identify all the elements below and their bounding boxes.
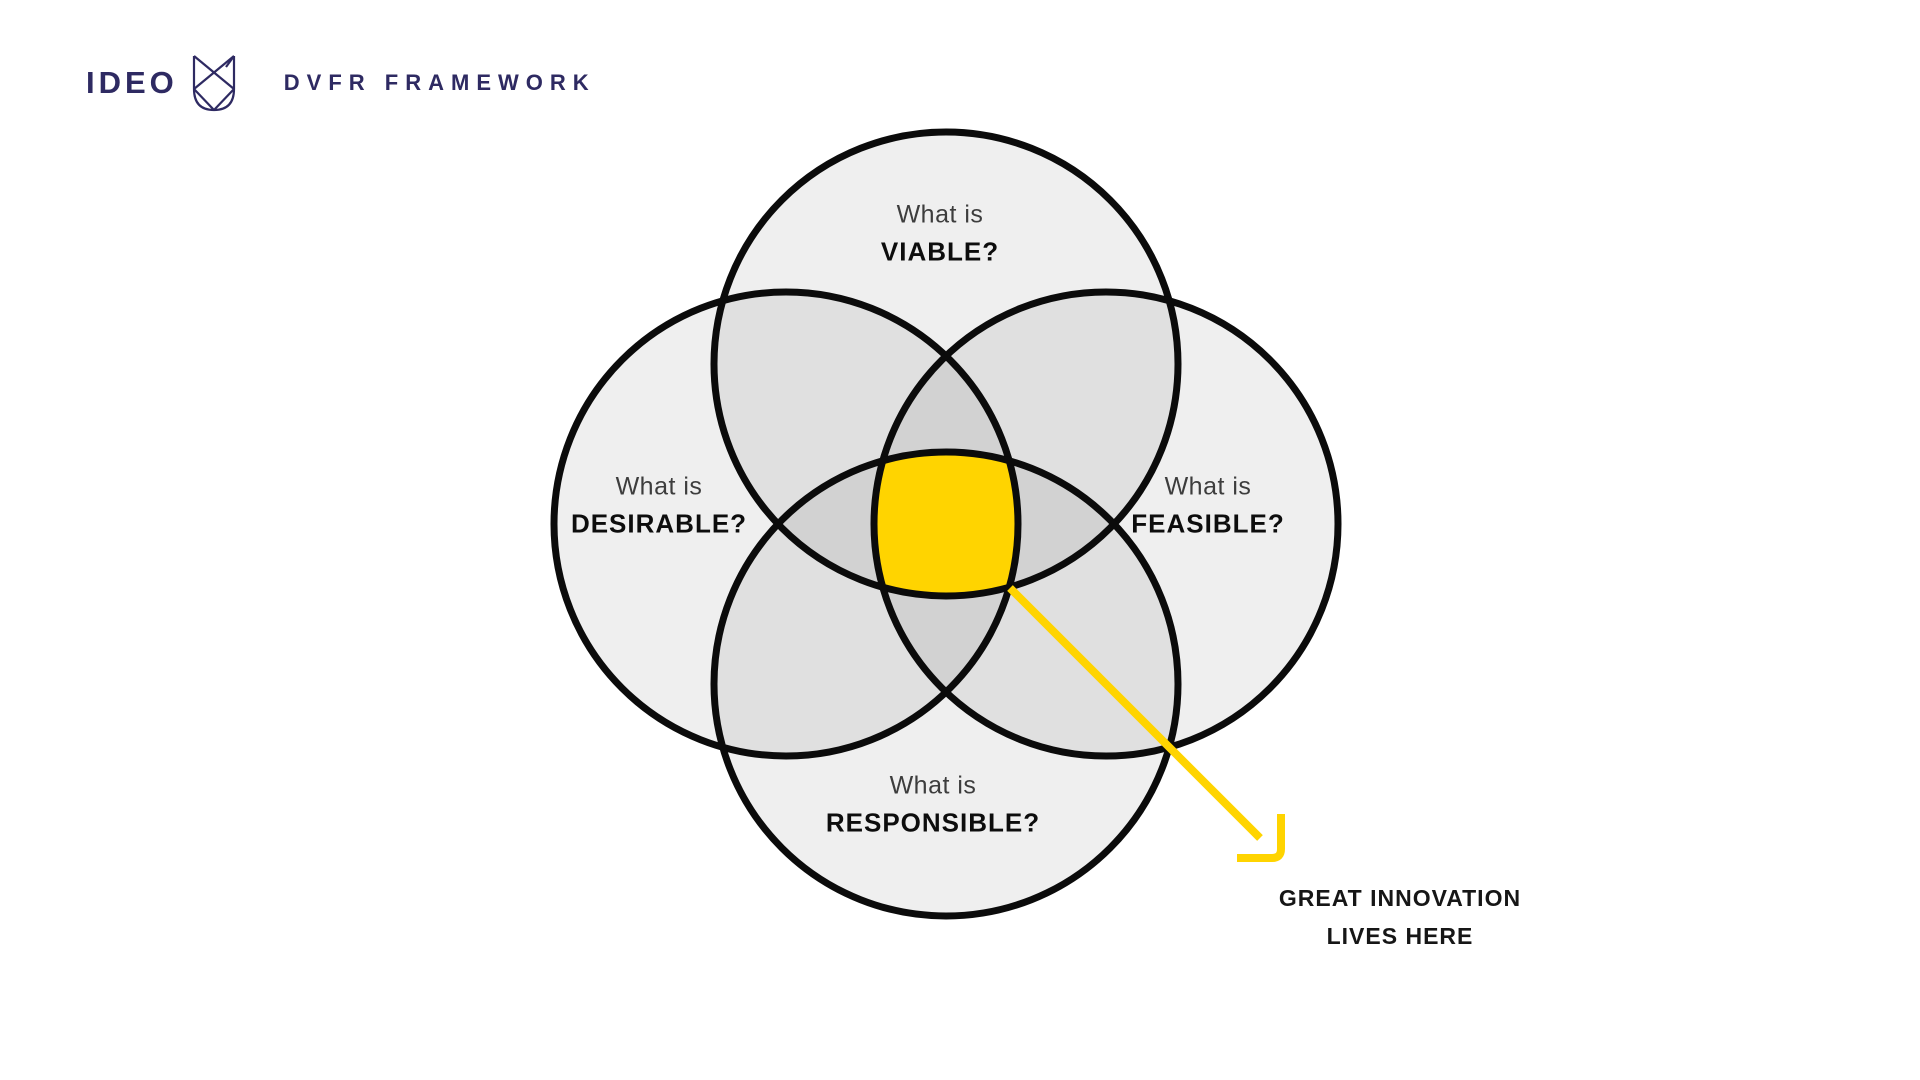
label-feasible: What is FEASIBLE?	[1131, 473, 1284, 540]
ideo-u-logo-icon	[192, 55, 235, 112]
label-viable-prefix: What is	[896, 200, 984, 229]
circle-outlines	[550, 128, 1342, 920]
circle-responsible-outline	[710, 448, 1182, 920]
circle-feasible-outline	[870, 288, 1342, 760]
label-responsible: What is RESPONSIBLE?	[826, 772, 1040, 839]
arrow-shaft	[1007, 585, 1263, 841]
label-feasible-name: FEASIBLE?	[1131, 508, 1285, 539]
label-viable: What is VIABLE?	[881, 201, 999, 268]
header: IDEO DVFR FRAMEWORK	[86, 52, 596, 114]
label-responsible-prefix: What is	[889, 771, 977, 800]
annotation-great-innovation: GREAT INNOVATION LIVES HERE	[1279, 879, 1521, 955]
annotation-line1: GREAT INNOVATION	[1278, 885, 1522, 911]
framework-title: DVFR FRAMEWORK	[283, 70, 596, 95]
label-responsible-name: RESPONSIBLE?	[825, 807, 1041, 838]
label-viable-name: VIABLE?	[880, 236, 1000, 267]
label-feasible-prefix: What is	[1164, 472, 1252, 501]
callout-arrow	[1007, 585, 1285, 862]
arrow-head-icon	[1237, 814, 1285, 862]
label-desirable-prefix: What is	[615, 472, 703, 501]
circle-viable-outline	[710, 128, 1182, 600]
label-desirable-name: DESIRABLE?	[570, 508, 748, 539]
ideo-wordmark: IDEO	[86, 65, 178, 100]
label-desirable: What is DESIRABLE?	[571, 473, 747, 540]
circle-desirable-outline	[550, 288, 1022, 760]
annotation-line2: LIVES HERE	[1326, 923, 1474, 949]
